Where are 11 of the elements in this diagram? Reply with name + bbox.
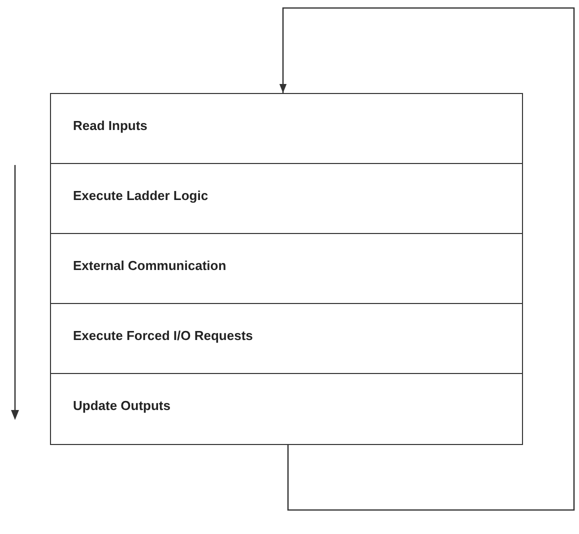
step-label: Read Inputs: [73, 118, 148, 133]
process-step-box: [50, 163, 523, 234]
loop-arrow: [279, 7, 575, 511]
process-step-box: [50, 93, 523, 164]
step-label: External Communication: [73, 258, 226, 273]
process-step-box: [50, 373, 523, 444]
step-label: Update Outputs: [73, 398, 170, 413]
step-label: Execute Ladder Logic: [73, 188, 208, 203]
step-label: Execute Forced I/O Requests: [73, 328, 253, 343]
process-step-box: [50, 233, 523, 304]
process-step-box: [50, 303, 523, 374]
